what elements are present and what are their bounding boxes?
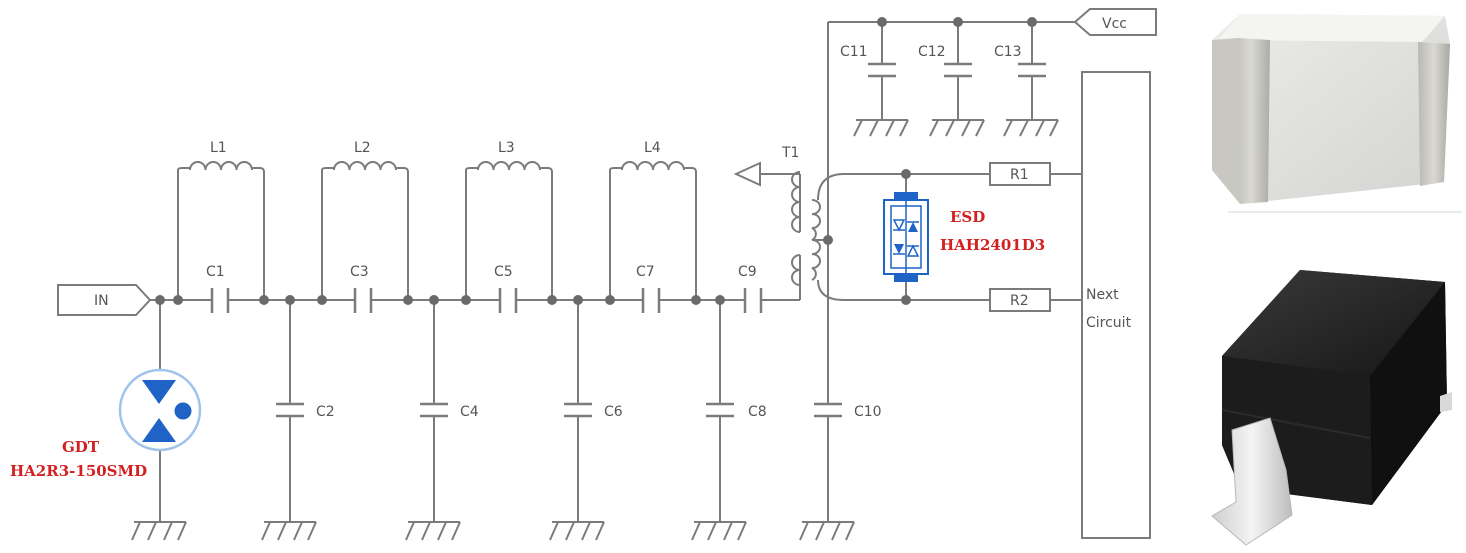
capacitor-label-c13: C13 bbox=[994, 44, 1022, 60]
gdt-part-number: HA2R3-150SMD bbox=[10, 462, 147, 480]
vcc-port: Vcc bbox=[1073, 8, 1157, 36]
capacitor-label-c2: C2 bbox=[316, 404, 335, 420]
resistor-r2: R2 bbox=[989, 288, 1051, 312]
inductor-coils bbox=[189, 161, 685, 171]
capacitor-label-c3: C3 bbox=[350, 264, 369, 280]
transformer-label: T1 bbox=[781, 145, 799, 161]
capacitor-label-c5: C5 bbox=[494, 264, 513, 280]
shunt-capacitors bbox=[276, 402, 842, 418]
resistor-r1: R1 bbox=[989, 162, 1051, 186]
inductor-label-l3: L3 bbox=[498, 140, 515, 156]
esd-package-photo bbox=[1211, 270, 1452, 546]
capacitor-label-c6: C6 bbox=[604, 404, 623, 420]
ground-symbols bbox=[131, 119, 1059, 541]
next-circuit-label-line2: Circuit bbox=[1086, 315, 1132, 331]
capacitor-label-c12: C12 bbox=[918, 44, 946, 60]
junction-dots bbox=[155, 17, 1037, 305]
capacitor-label-c8: C8 bbox=[748, 404, 767, 420]
capacitor-label-c9: C9 bbox=[738, 264, 757, 280]
gdt-icon bbox=[118, 368, 202, 452]
esd-diode-array-icon bbox=[883, 192, 929, 282]
inductor-label-l4: L4 bbox=[644, 140, 661, 156]
capacitor-label-c10: C10 bbox=[854, 404, 882, 420]
next-circuit-block: Next Circuit bbox=[1081, 71, 1151, 539]
vcc-port-label: Vcc bbox=[1102, 16, 1127, 32]
capacitor-label-c1: C1 bbox=[206, 264, 225, 280]
esd-part-number: HAH2401D3 bbox=[940, 236, 1045, 254]
capacitor-label-c4: C4 bbox=[460, 404, 479, 420]
inductor-label-l1: L1 bbox=[210, 140, 227, 156]
transformer-t1: T1 bbox=[733, 145, 821, 286]
gdt-package-photo bbox=[1212, 14, 1462, 213]
series-capacitors bbox=[210, 288, 763, 313]
capacitor-label-c11: C11 bbox=[840, 44, 868, 60]
inductor-label-l2: L2 bbox=[354, 140, 371, 156]
next-circuit-label-line1: Next bbox=[1086, 287, 1119, 303]
in-port-label: IN bbox=[94, 293, 109, 309]
supply-capacitors bbox=[868, 62, 1046, 78]
resistor-label-r2: R2 bbox=[1010, 293, 1029, 309]
esd-type-label: ESD bbox=[950, 208, 985, 226]
ground-arrow-icon bbox=[733, 161, 761, 187]
wires bbox=[150, 21, 1082, 522]
capacitor-label-c7: C7 bbox=[636, 264, 655, 280]
gdt-type-label: GDT bbox=[62, 438, 100, 456]
in-port: IN bbox=[57, 284, 152, 316]
resistor-label-r1: R1 bbox=[1010, 167, 1029, 183]
